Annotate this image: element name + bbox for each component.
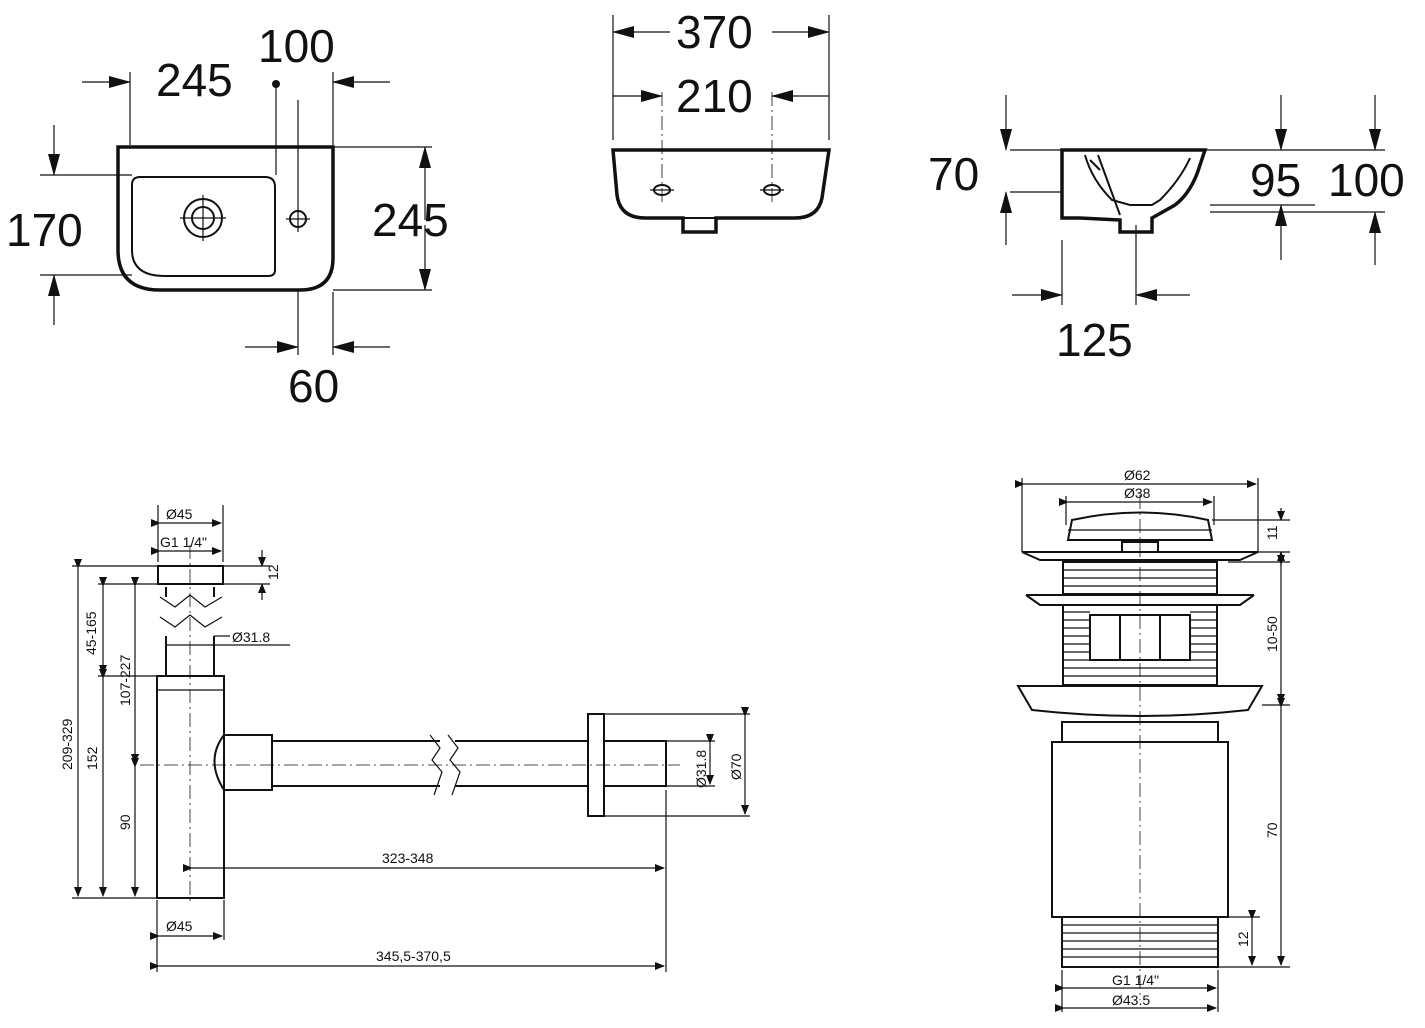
dim-100: 100 xyxy=(258,20,335,72)
siphon-d31-8-top: Ø31.8 xyxy=(232,629,270,645)
siphon-323-348: 323-348 xyxy=(382,850,434,866)
dim-125: 125 xyxy=(1056,314,1133,366)
dim-170: 170 xyxy=(6,204,83,256)
dim-95: 95 xyxy=(1250,154,1301,206)
siphon-152: 152 xyxy=(84,746,100,770)
drain-d62: Ø62 xyxy=(1124,467,1151,483)
siphon-d45-top: Ø45 xyxy=(166,506,193,522)
drain-d11: 11 xyxy=(1264,525,1280,540)
drain-d38: Ø38 xyxy=(1124,485,1151,501)
siphon-g1: G1 1/4" xyxy=(160,534,207,550)
basin-top-view: 245 100 170 245 60 xyxy=(6,20,449,412)
siphon-45-165: 45-165 xyxy=(83,611,99,655)
dim-210: 210 xyxy=(676,70,753,122)
drain-d70: 70 xyxy=(1264,822,1280,838)
drain-10-50: 10-50 xyxy=(1264,616,1280,652)
siphon-345-370: 345,5-370,5 xyxy=(376,948,451,964)
dim-245-top: 245 xyxy=(156,54,233,106)
basin-front-view: 370 210 xyxy=(611,6,832,234)
siphon-d31-8-right: Ø31.8 xyxy=(693,750,709,788)
dim-245-side: 245 xyxy=(372,194,449,246)
bottle-siphon-drawing: Ø45 G1 1/4" 12 45-165 Ø31.8 107-227 209-… xyxy=(59,505,750,972)
siphon-90: 90 xyxy=(117,814,133,830)
basin-side-view: 70 95 100 125 xyxy=(928,95,1405,366)
siphon-d45-bottom: Ø45 xyxy=(166,918,193,934)
dim-70: 70 xyxy=(928,148,979,200)
siphon-d12: 12 xyxy=(265,564,281,580)
siphon-d70: Ø70 xyxy=(728,753,744,780)
dim-60: 60 xyxy=(288,360,339,412)
drain-d12: 12 xyxy=(1235,931,1251,947)
pop-up-drain-drawing: Ø62 Ø38 11 10-50 70 12 G1 1/4" Ø43.5 xyxy=(1015,467,1290,1012)
siphon-107-227: 107-227 xyxy=(117,654,133,706)
dim-370: 370 xyxy=(676,6,753,58)
drain-g1: G1 1/4" xyxy=(1112,972,1159,988)
drain-d43-5: Ø43.5 xyxy=(1112,992,1150,1008)
dim-100-side: 100 xyxy=(1328,154,1405,206)
siphon-209-329: 209-329 xyxy=(59,718,75,770)
